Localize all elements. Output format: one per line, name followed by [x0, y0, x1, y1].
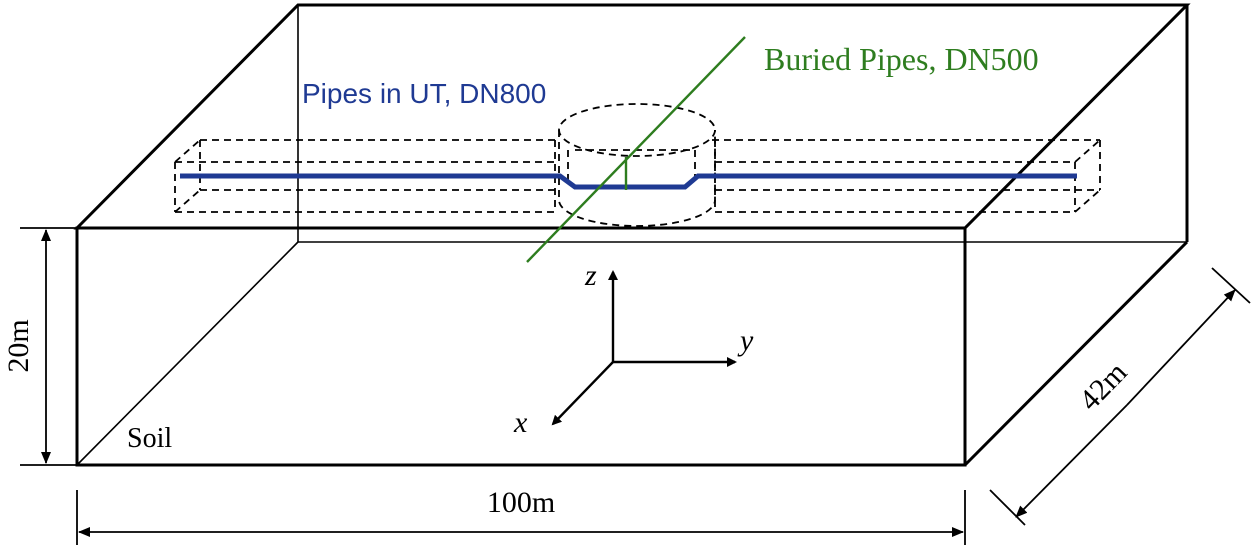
dimension-lines — [20, 227, 1251, 545]
ut-pipes-label: Pipes in UT, DN800 — [302, 78, 546, 109]
buried-pipes-label: Buried Pipes, DN500 — [764, 41, 1039, 77]
axis-x-label: x — [513, 406, 528, 439]
box-hidden-edges — [76, 5, 1187, 466]
dim-width-tick-bottom — [989, 489, 1026, 526]
box-top-face — [73, 3, 1191, 230]
buried-pipe — [526, 36, 746, 263]
soil-label: Soil — [127, 423, 172, 454]
dim-width-arrow — [1126, 289, 1236, 406]
axis-z-label: z — [584, 259, 597, 292]
soil-box — [73, 3, 1191, 467]
coordinate-axes — [551, 270, 737, 426]
ut-pipe — [180, 173, 1077, 190]
axis-x-line — [551, 361, 614, 426]
dim-width-tick-top — [1211, 267, 1251, 304]
utility-tunnel-outline — [174, 103, 1101, 227]
box-right-bottom-edge — [963, 240, 1189, 467]
dim-height-label: 20m — [2, 319, 35, 372]
axis-y-label: y — [737, 324, 754, 357]
dim-length-label: 100m — [487, 486, 555, 519]
